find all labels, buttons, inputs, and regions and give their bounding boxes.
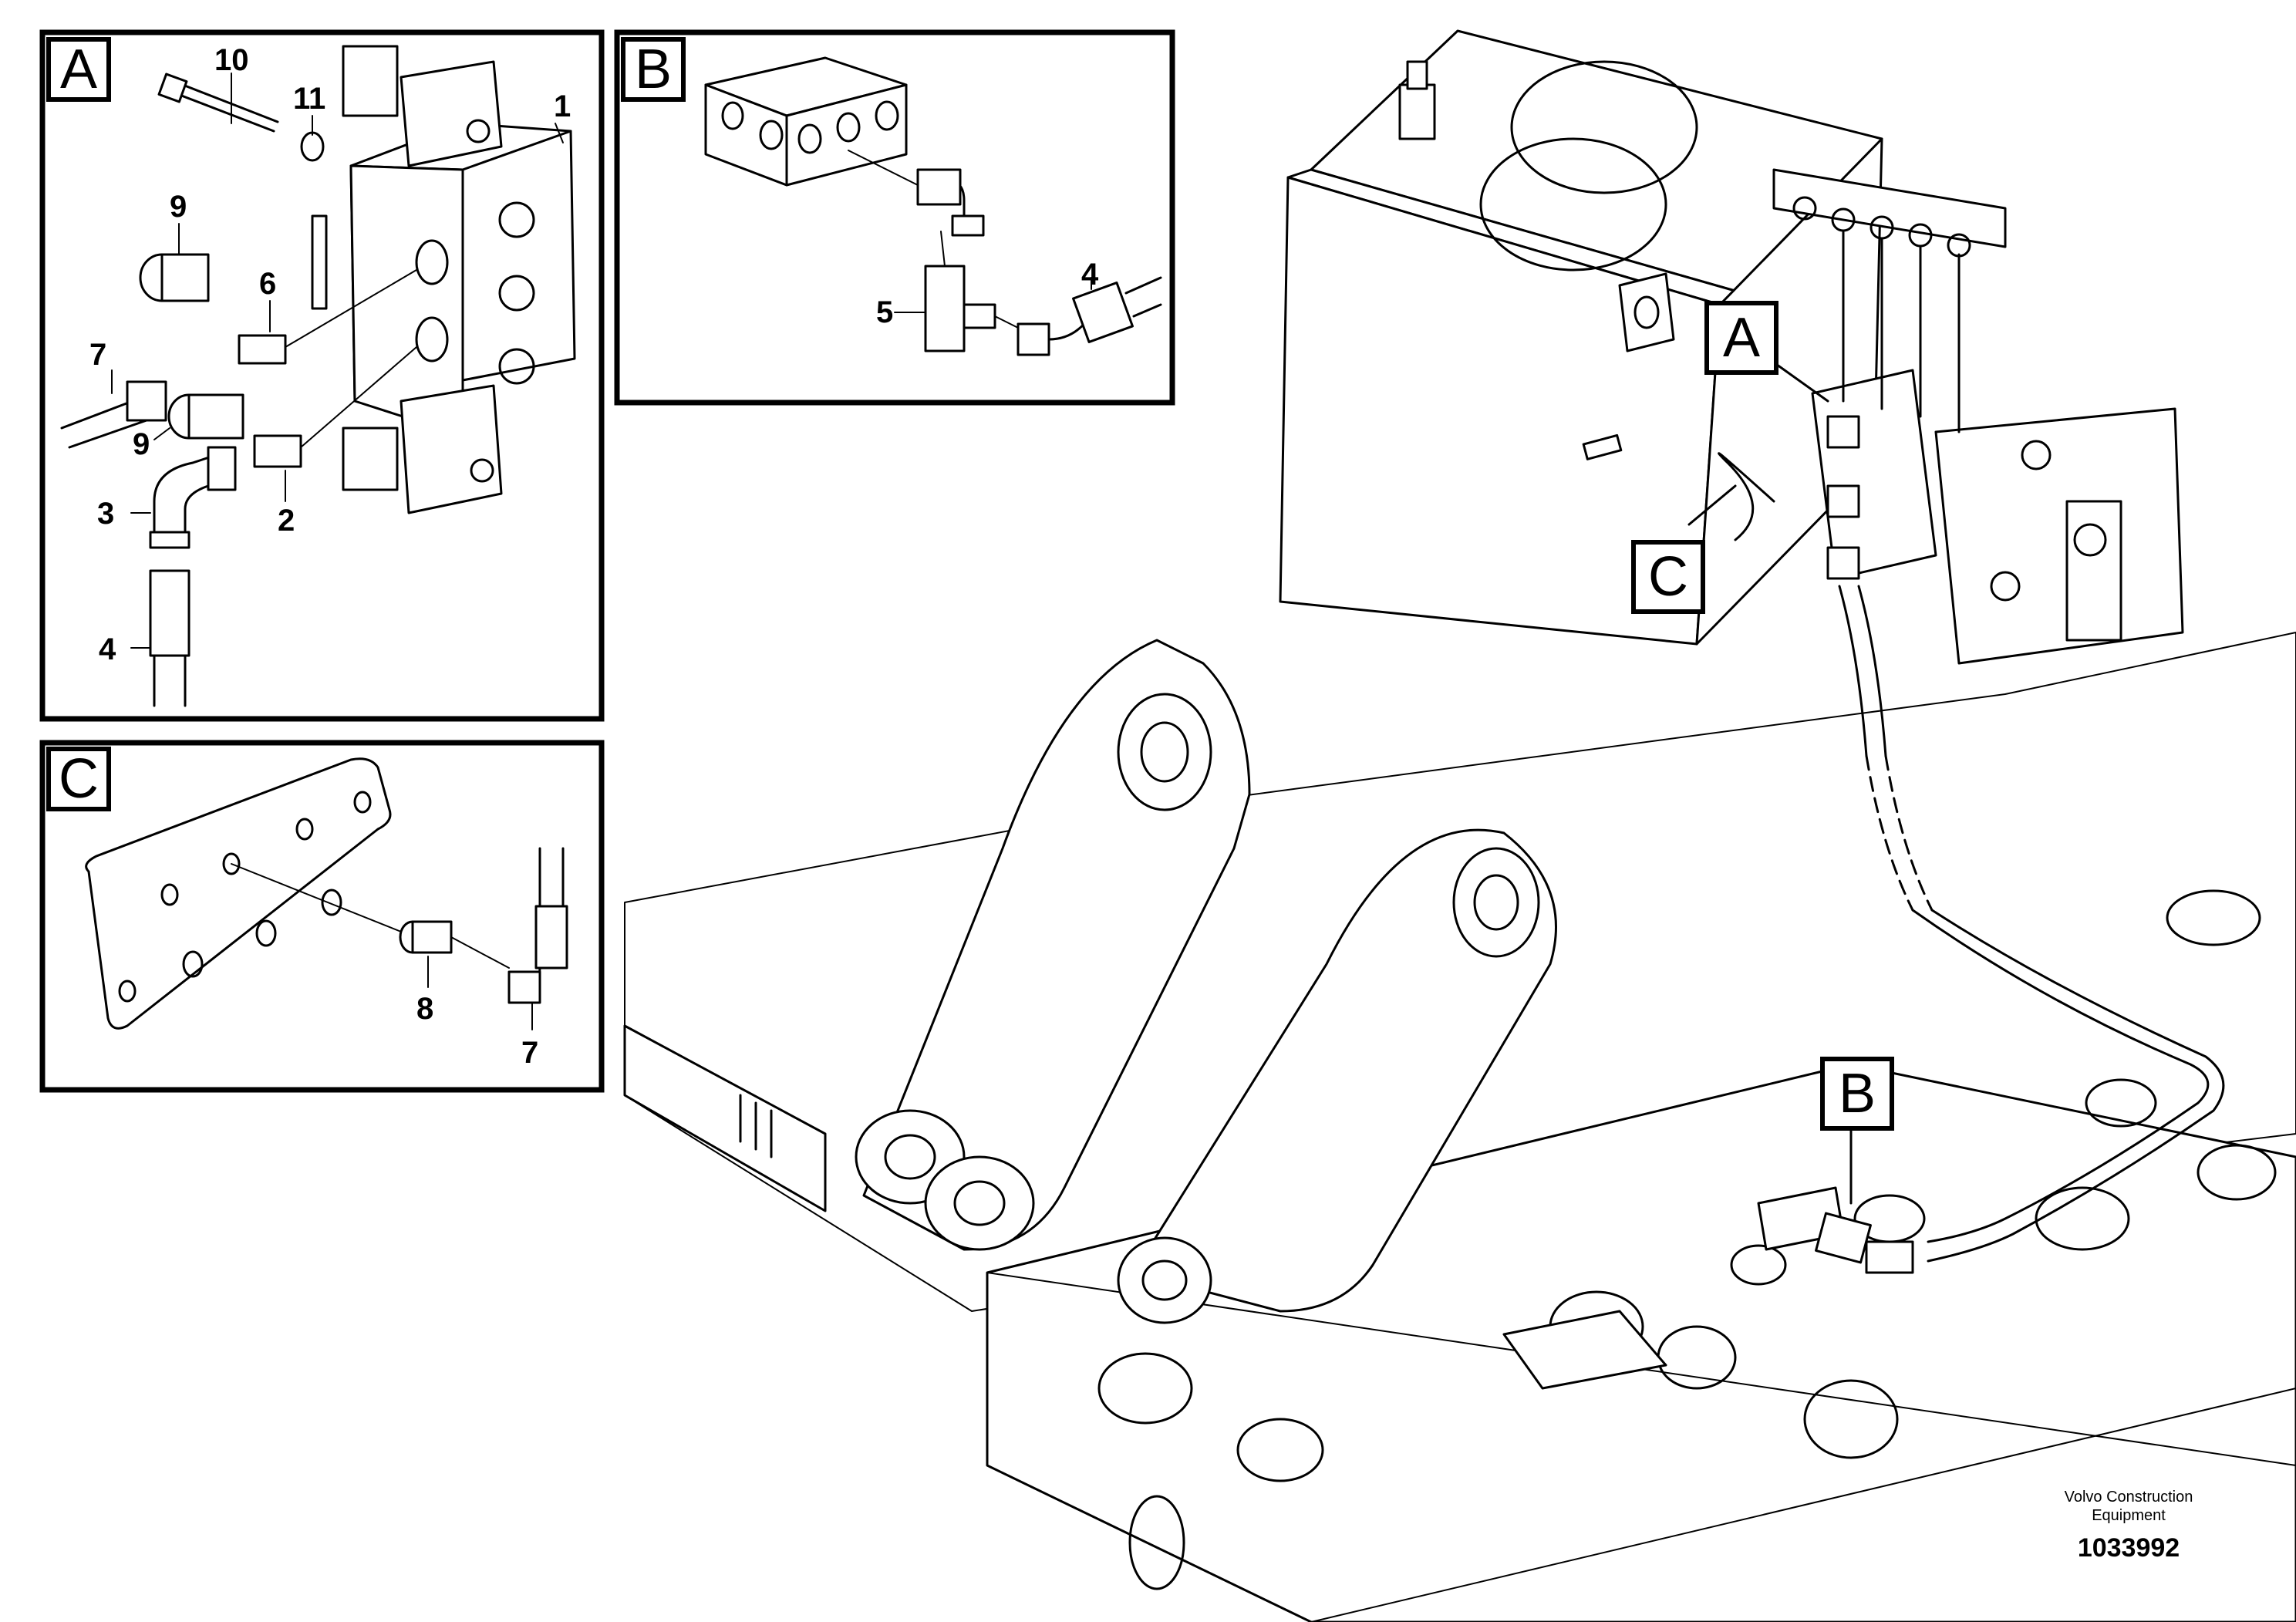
part-number: 7	[521, 1036, 539, 1070]
control-valve-bank	[1811, 369, 2184, 665]
callout-c: C	[1631, 540, 1705, 614]
part-number: 11	[293, 82, 326, 116]
part-number: 3	[97, 497, 115, 531]
panel-label-b: B	[621, 37, 686, 102]
manifold-block	[704, 56, 908, 187]
fitting-9-upper	[139, 253, 210, 302]
detail-panel-c	[39, 740, 605, 1093]
part-number: 4	[1081, 258, 1099, 292]
fitting-9-lower	[167, 393, 244, 440]
part-number: 8	[416, 992, 434, 1026]
part-number: 2	[278, 504, 295, 538]
part-number: 6	[259, 267, 277, 301]
callout-a: A	[1704, 301, 1778, 375]
fitting-2	[253, 346, 417, 468]
hose-7-c	[507, 847, 568, 1004]
left-frame-section	[623, 1024, 827, 1212]
manifold-b-installed	[1757, 1186, 1914, 1274]
part-number: 4	[99, 632, 116, 666]
part-number: 5	[876, 295, 894, 329]
callout-b: B	[1820, 1057, 1894, 1131]
detail-panel-a	[39, 29, 605, 722]
part-number: 1	[554, 89, 571, 123]
elbow-3	[149, 446, 237, 549]
tee-fitting-5	[924, 265, 996, 352]
elbow-fitting	[916, 168, 985, 237]
panel-label-a: A	[46, 37, 111, 102]
fitting-8	[399, 920, 453, 954]
washer-11	[300, 131, 325, 162]
boom-mount	[855, 639, 1557, 1324]
hose-4	[149, 569, 190, 707]
valve-block	[311, 45, 576, 514]
part-number: 9	[170, 190, 187, 224]
drawing-number: 1033992	[2077, 1533, 2180, 1563]
hydraulic-tank	[1279, 29, 1883, 646]
brand-line-1: Volvo Construction	[2064, 1489, 2193, 1506]
main-hose-run	[1838, 585, 2225, 1263]
brand-line-2: Equipment	[2092, 1507, 2166, 1524]
hose-4-b	[1017, 276, 1162, 356]
panel-label-c: C	[46, 747, 111, 811]
detail-panel-b	[614, 29, 1175, 406]
bolt-10	[157, 73, 279, 133]
pipe-bracket	[1772, 168, 2007, 433]
mounting-plate	[85, 757, 392, 1030]
part-number: 10	[214, 43, 249, 77]
hose-loop-c	[1718, 452, 1775, 541]
part-number: 9	[133, 427, 150, 461]
fitting-6	[238, 269, 417, 365]
main-assembly	[623, 29, 2296, 1622]
part-number: 7	[89, 338, 107, 372]
hose-7	[60, 380, 167, 449]
